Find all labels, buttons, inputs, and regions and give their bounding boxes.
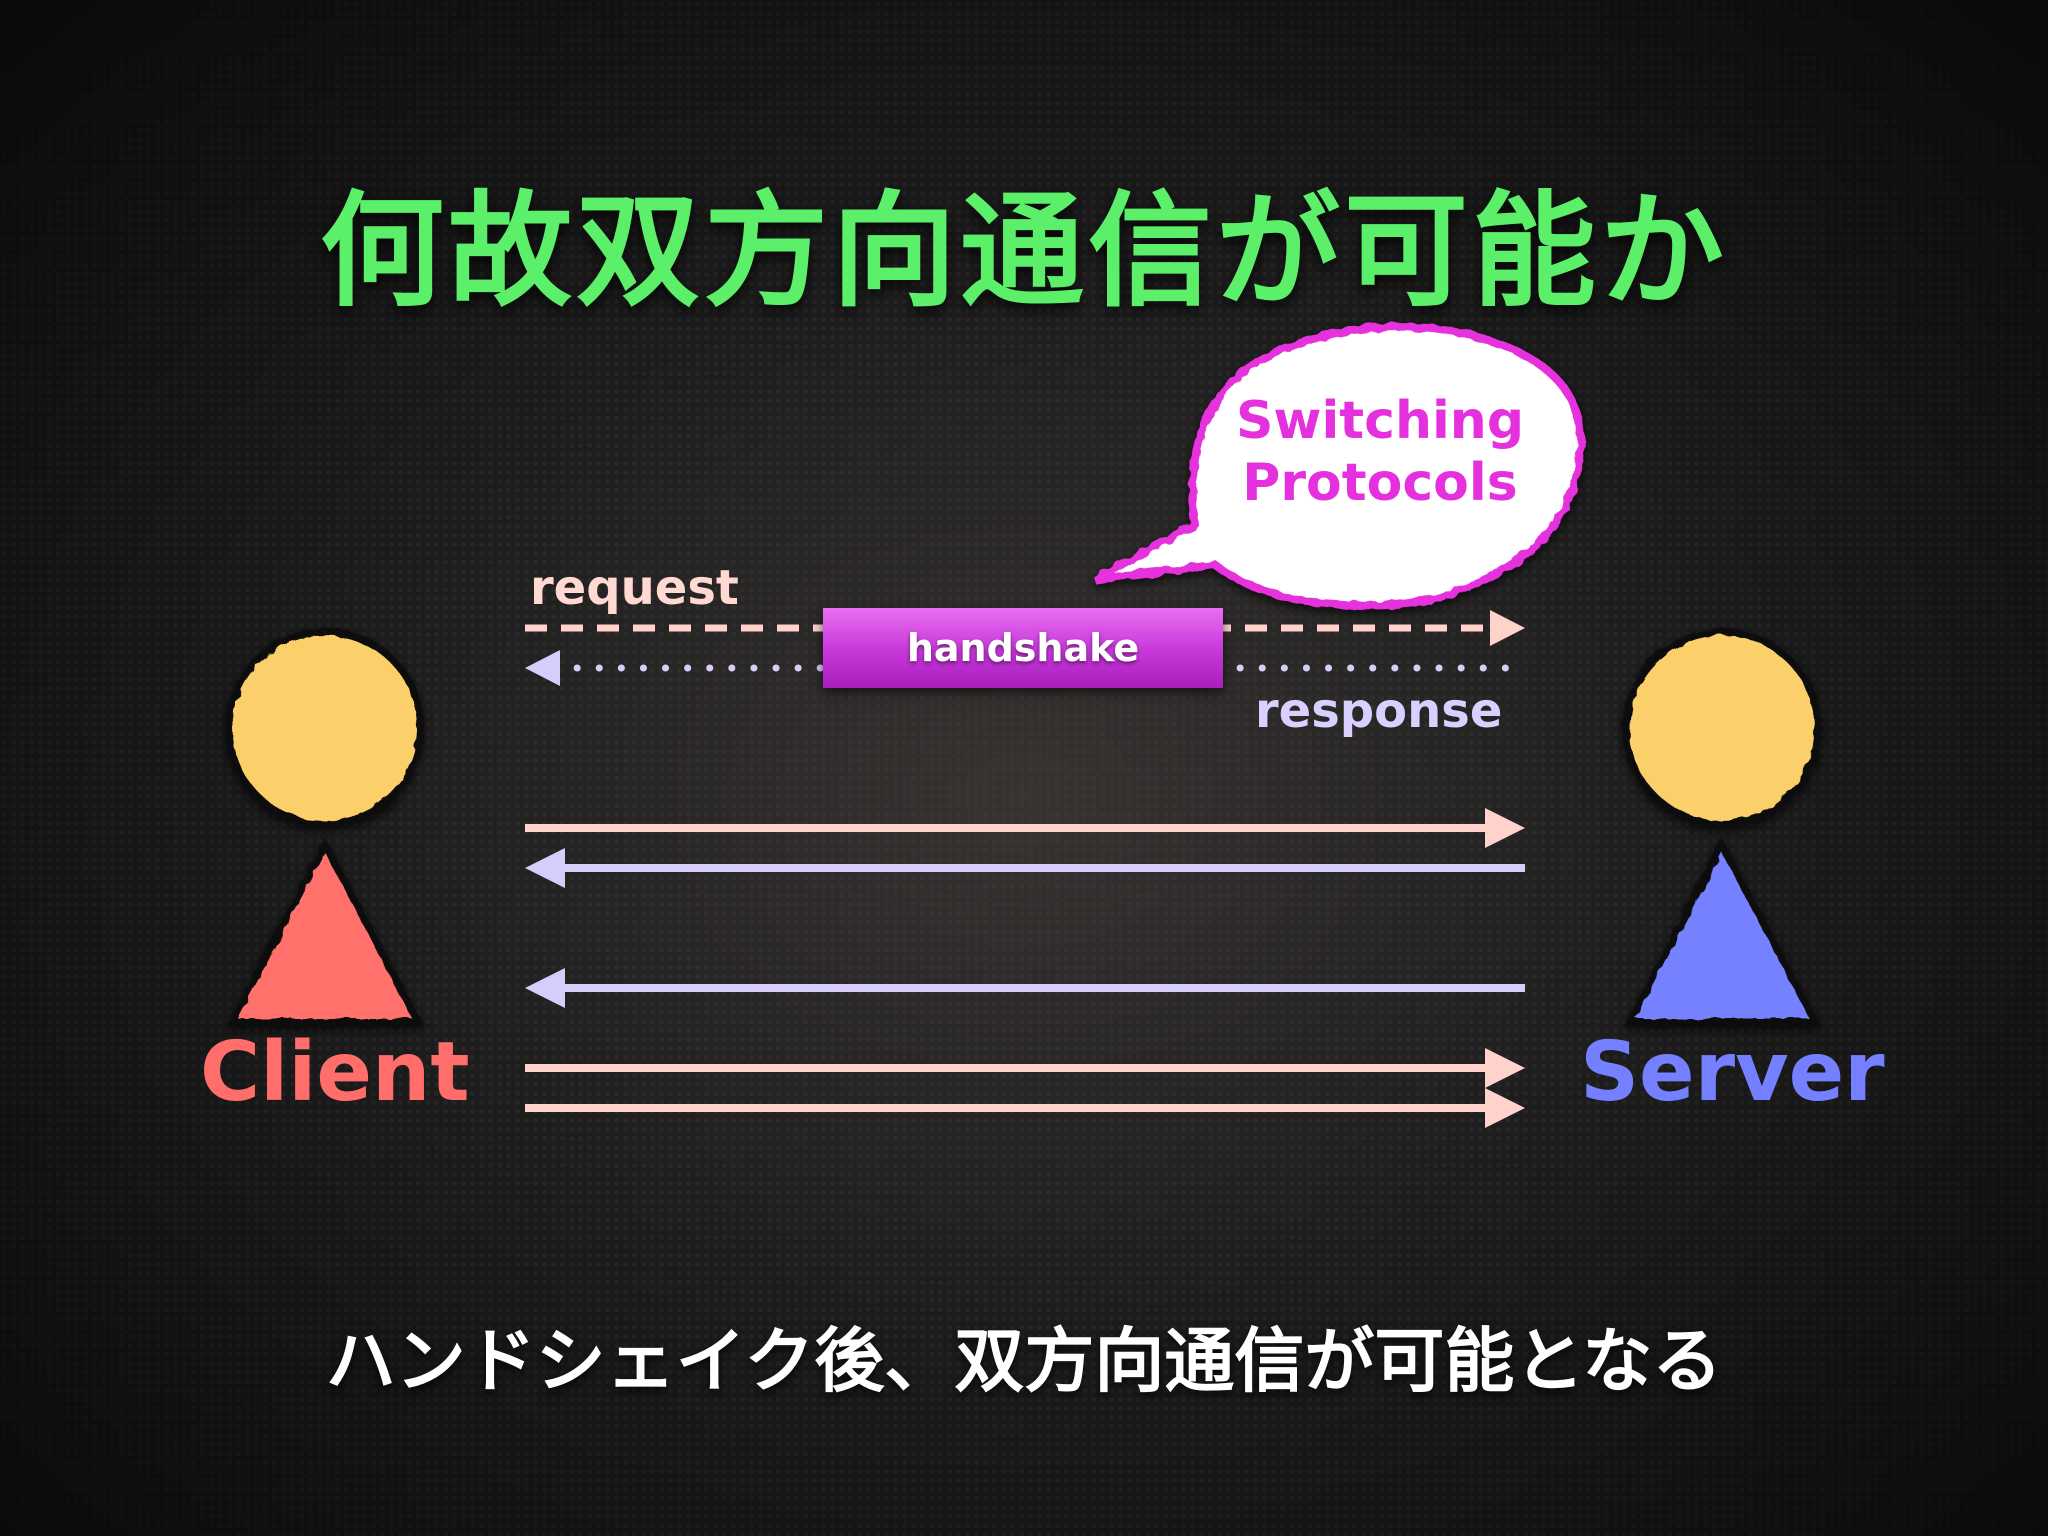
server-body (1624, 837, 1821, 1026)
client-label: Client (200, 1025, 470, 1120)
message-arrow-5 (525, 1088, 1525, 1128)
client-head (225, 628, 425, 828)
slide-footer: ハンドシェイク後、双方向通信が可能となる (325, 1320, 1723, 1402)
message-arrow-2 (525, 848, 1525, 888)
handshake-label: handshake (906, 626, 1140, 670)
message-arrow-1 (525, 808, 1525, 848)
server-head (1622, 628, 1822, 828)
bubble-text: Switching Protocols (1235, 391, 1525, 513)
message-arrow-3 (525, 968, 1525, 1008)
handshake-box: handshake (823, 608, 1223, 688)
message-arrow-4 (525, 1048, 1525, 1088)
server-figure (1622, 628, 1822, 1026)
client-figure (225, 628, 425, 1026)
client-body (226, 837, 424, 1026)
request-label: request (530, 560, 739, 616)
slide-title: 何故双方向通信が可能か (319, 180, 1728, 324)
response-label: response (1255, 683, 1503, 739)
server-label: Server (1580, 1025, 1885, 1120)
speech-bubble (1092, 322, 1585, 610)
